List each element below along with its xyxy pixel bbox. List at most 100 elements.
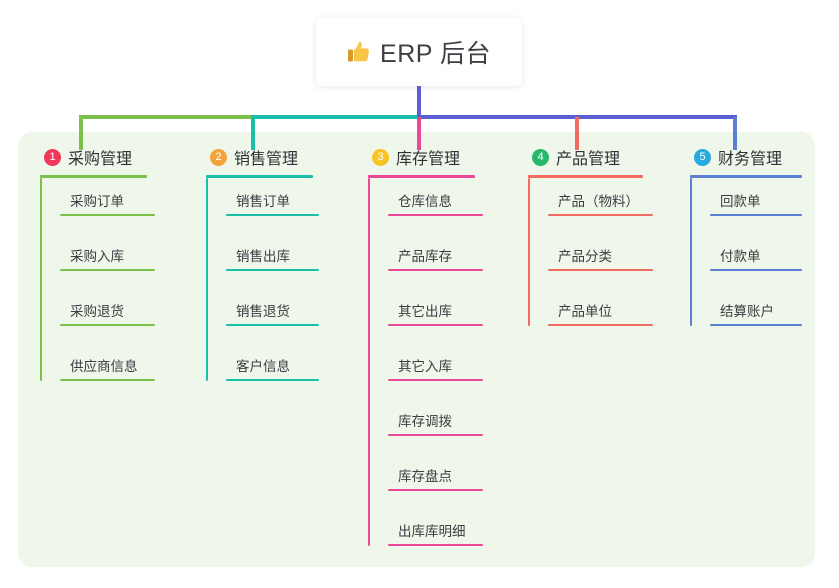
branch-item-label: 结算账户 — [720, 304, 774, 319]
branch-item-label: 其它入库 — [398, 359, 452, 374]
branch-column-2: 2 销售管理销售订单销售出库销售退货客户信息 — [206, 146, 366, 398]
branch-item-list: 仓库信息产品库存其它出库其它入库库存调拨库存盘点出库库明细 — [368, 178, 528, 563]
branch-number-badge: 1 — [44, 148, 61, 166]
branch-spine — [206, 178, 208, 381]
branch-header-rule — [528, 175, 643, 178]
branch-item-list: 采购订单采购入库采购退货供应商信息 — [40, 178, 200, 398]
branch-header-rule — [368, 175, 475, 178]
branch-item-label: 库存调拨 — [398, 414, 452, 429]
branch-item[interactable]: 产品分类 — [548, 233, 698, 288]
branch-header-4[interactable]: 4 产品管理 — [528, 146, 698, 168]
branch-item-list: 销售订单销售出库销售退货客户信息 — [206, 178, 366, 398]
branch-column-5: 5 财务管理回款单付款单结算账户 — [690, 146, 839, 343]
branch-header-2[interactable]: 2 销售管理 — [206, 146, 366, 168]
branch-number-badge: 2 — [210, 148, 227, 166]
branch-item-rule — [710, 214, 802, 216]
branch-title: 产品管理 — [556, 151, 621, 168]
branch-item[interactable]: 采购订单 — [60, 178, 200, 233]
branch-title: 采购管理 — [68, 151, 133, 168]
branch-item[interactable]: 产品（物料） — [548, 178, 698, 233]
branch-item-rule — [388, 324, 483, 326]
branch-column-1: 1 采购管理采购订单采购入库采购退货供应商信息 — [40, 146, 200, 398]
branch-item[interactable]: 结算账户 — [710, 288, 839, 343]
branch-item-label: 销售订单 — [236, 194, 290, 209]
branch-item[interactable]: 产品单位 — [548, 288, 698, 343]
branch-title: 财务管理 — [718, 151, 783, 168]
branch-item[interactable]: 产品库存 — [388, 233, 528, 288]
branch-item[interactable]: 其它入库 — [388, 343, 528, 398]
branch-item-list: 产品（物料） 产品分类产品单位 — [528, 178, 698, 343]
branch-spine — [40, 178, 42, 381]
branch-header-rule — [40, 175, 147, 178]
branch-item-label: 付款单 — [720, 249, 761, 264]
branch-title: 库存管理 — [396, 151, 461, 168]
branch-item-label: 采购退货 — [70, 304, 124, 319]
branch-number-badge: 3 — [372, 148, 389, 166]
branch-item-label: 产品（物料） — [558, 194, 639, 209]
branch-item[interactable]: 销售出库 — [226, 233, 366, 288]
branch-item-label: 销售出库 — [236, 249, 290, 264]
branch-item[interactable]: 其它出库 — [388, 288, 528, 343]
branch-item-rule — [226, 379, 319, 381]
branch-item-list: 回款单付款单结算账户 — [690, 178, 839, 343]
branch-item-rule — [60, 214, 155, 216]
branch-item-label: 客户信息 — [236, 359, 290, 374]
branch-item-label: 产品分类 — [558, 249, 612, 264]
branch-column-3: 3 库存管理仓库信息产品库存其它出库其它入库库存调拨库存盘点出库库明细 — [368, 146, 528, 563]
branch-item[interactable]: 出库库明细 — [388, 508, 528, 563]
branch-item-rule — [388, 544, 483, 546]
branch-item-label: 库存盘点 — [398, 469, 452, 484]
branch-spine — [690, 178, 692, 326]
branch-item-rule — [710, 324, 802, 326]
branch-item[interactable]: 库存盘点 — [388, 453, 528, 508]
root-node-card[interactable]: ERP 后台 — [316, 18, 522, 86]
branch-item[interactable]: 库存调拨 — [388, 398, 528, 453]
branch-item-label: 仓库信息 — [398, 194, 452, 209]
branch-item-rule — [388, 489, 483, 491]
branch-item-rule — [60, 324, 155, 326]
branch-item-rule — [226, 324, 319, 326]
thumbs-up-icon — [348, 41, 369, 62]
branch-title: 销售管理 — [234, 151, 299, 168]
branch-item-label: 采购入库 — [70, 249, 124, 264]
branch-header-1[interactable]: 1 采购管理 — [40, 146, 200, 168]
branch-item-label: 产品库存 — [398, 249, 452, 264]
root-node-content: ERP 后台 — [347, 34, 491, 70]
branch-item-rule — [60, 379, 155, 381]
branch-column-4: 4 产品管理产品（物料） 产品分类产品单位 — [528, 146, 698, 343]
branch-header-rule — [206, 175, 313, 178]
branch-item[interactable]: 回款单 — [710, 178, 839, 233]
branch-item-rule — [60, 269, 155, 271]
branch-item-rule — [226, 269, 319, 271]
branch-item-rule — [548, 214, 653, 216]
branch-item[interactable]: 采购入库 — [60, 233, 200, 288]
branch-item-rule — [226, 214, 319, 216]
branch-item[interactable]: 销售订单 — [226, 178, 366, 233]
branch-number-badge: 5 — [694, 148, 711, 166]
branch-item-rule — [548, 324, 653, 326]
branch-item[interactable]: 销售退货 — [226, 288, 366, 343]
branch-header-3[interactable]: 3 库存管理 — [368, 146, 528, 168]
root-node-label: ERP 后台 — [380, 40, 491, 68]
branch-item-rule — [388, 214, 483, 216]
branch-header-5[interactable]: 5 财务管理 — [690, 146, 839, 168]
branch-spine — [368, 178, 370, 546]
branch-header-rule — [690, 175, 802, 178]
diagram-panel — [18, 132, 815, 567]
branch-item[interactable]: 客户信息 — [226, 343, 366, 398]
branch-item-label: 产品单位 — [558, 304, 612, 319]
branch-spine — [528, 178, 530, 326]
branch-item[interactable]: 供应商信息 — [60, 343, 200, 398]
branch-item-rule — [388, 379, 483, 381]
branch-item-label: 出库库明细 — [398, 524, 466, 539]
branch-number-badge: 4 — [532, 148, 549, 166]
branch-item[interactable]: 付款单 — [710, 233, 839, 288]
branch-item-rule — [388, 269, 483, 271]
branch-item-label: 其它出库 — [398, 304, 452, 319]
branch-item-label: 销售退货 — [236, 304, 290, 319]
branch-item-rule — [388, 434, 483, 436]
branch-item[interactable]: 采购退货 — [60, 288, 200, 343]
branch-item-rule — [710, 269, 802, 271]
branch-item[interactable]: 仓库信息 — [388, 178, 528, 233]
